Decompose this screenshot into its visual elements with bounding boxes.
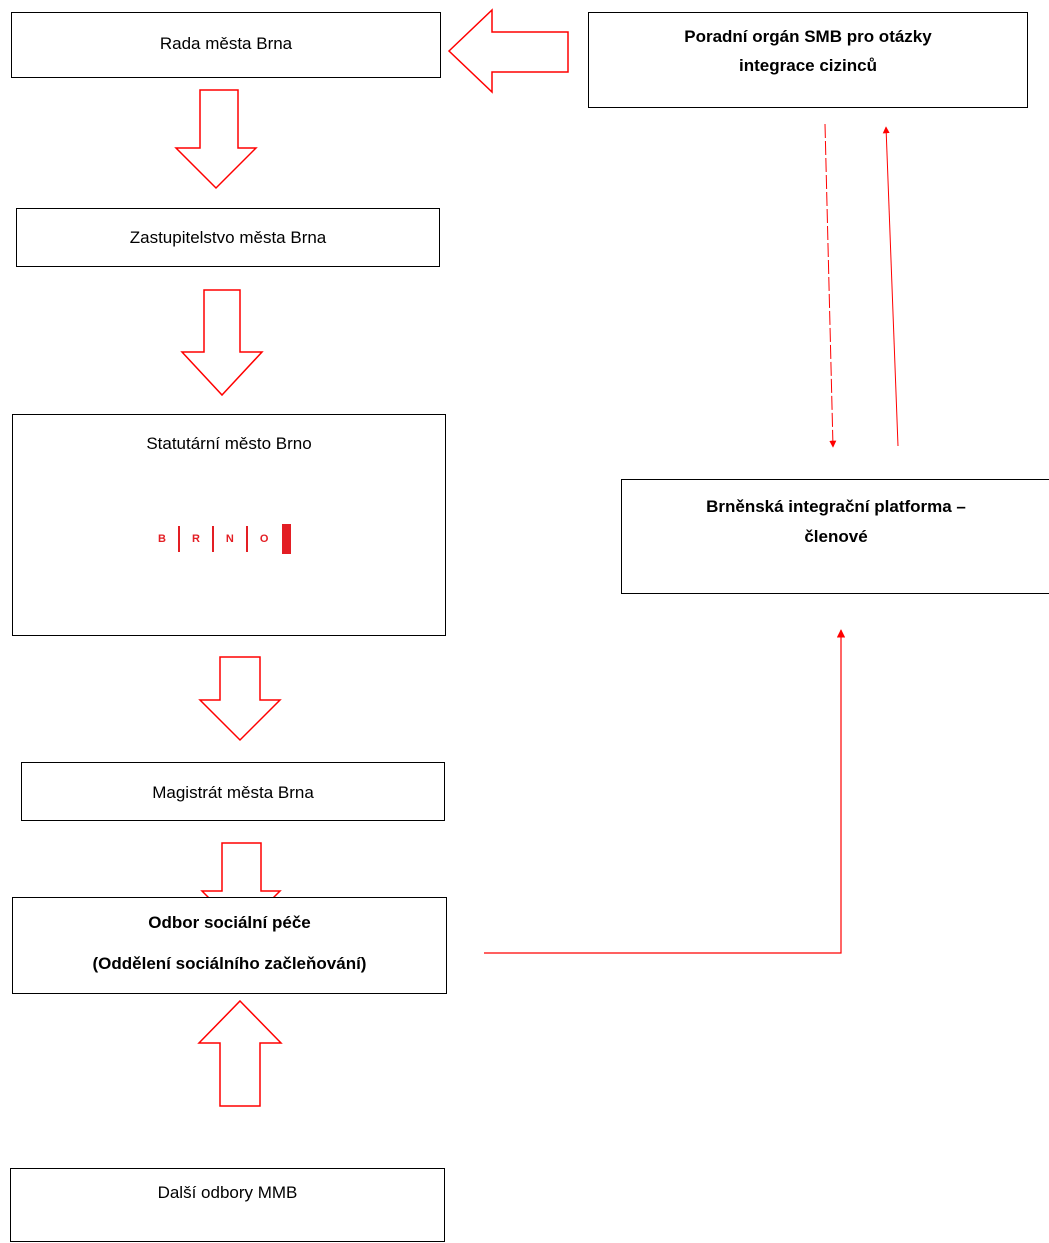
block-arrow-down-3 <box>198 656 282 742</box>
box-odbor-line1: Odbor sociální péče <box>148 913 311 932</box>
logo-divider <box>211 526 214 552</box>
block-arrow-left <box>447 8 569 94</box>
brno-logo: B R N O <box>158 524 292 554</box>
block-arrow-up <box>197 999 283 1107</box>
block-arrow-down-1 <box>174 89 258 190</box>
box-zastupitelstvo-label: Zastupitelstvo města Brna <box>129 228 327 247</box>
box-odbor-line2: (Oddělení sociálního začleňování) <box>92 954 367 973</box>
logo-letter-n: N <box>225 533 234 545</box>
box-rada-label: Rada města Brna <box>159 34 293 53</box>
box-statutarni: Statutární město Brno B R N O <box>12 414 446 636</box>
box-poradni-line2: integrace cizinců <box>739 56 877 75</box>
logo-letter-r: R <box>191 533 200 545</box>
logo-end-bar <box>282 524 292 554</box>
box-magistrat: Magistrát města Brna <box>21 762 445 821</box>
box-statutarni-label: Statutární město Brno <box>146 434 312 453</box>
box-dalsi-label: Další odbory MMB <box>157 1183 298 1202</box>
box-dalsi: Další odbory MMB <box>10 1168 445 1242</box>
box-platforma-line2: členové <box>804 527 868 546</box>
box-poradni-line1: Poradní orgán SMB pro otázky <box>684 27 932 46</box>
box-poradni: Poradní orgán SMB pro otázky integrace c… <box>588 12 1028 108</box>
arrow-platforma-to-poradni <box>882 126 899 447</box>
box-rada: Rada města Brna <box>11 12 441 78</box>
logo-divider <box>177 526 180 552</box>
box-platforma-line1: Brněnská integrační platforma – <box>706 497 966 516</box>
arrow-poradni-to-platforma <box>824 123 837 448</box>
block-arrow-down-2 <box>180 289 264 397</box>
logo-letter-b: B <box>158 533 166 545</box>
box-zastupitelstvo: Zastupitelstvo města Brna <box>16 208 440 267</box>
arrow-odbor-to-platforma <box>484 629 846 954</box>
box-magistrat-label: Magistrát města Brna <box>152 783 314 802</box>
box-platforma: Brněnská integrační platforma – členové <box>621 479 1049 594</box>
logo-divider <box>245 526 248 552</box>
logo-letter-o: O <box>259 533 269 545</box>
box-odbor: Odbor sociální péče (Oddělení sociálního… <box>12 897 447 994</box>
